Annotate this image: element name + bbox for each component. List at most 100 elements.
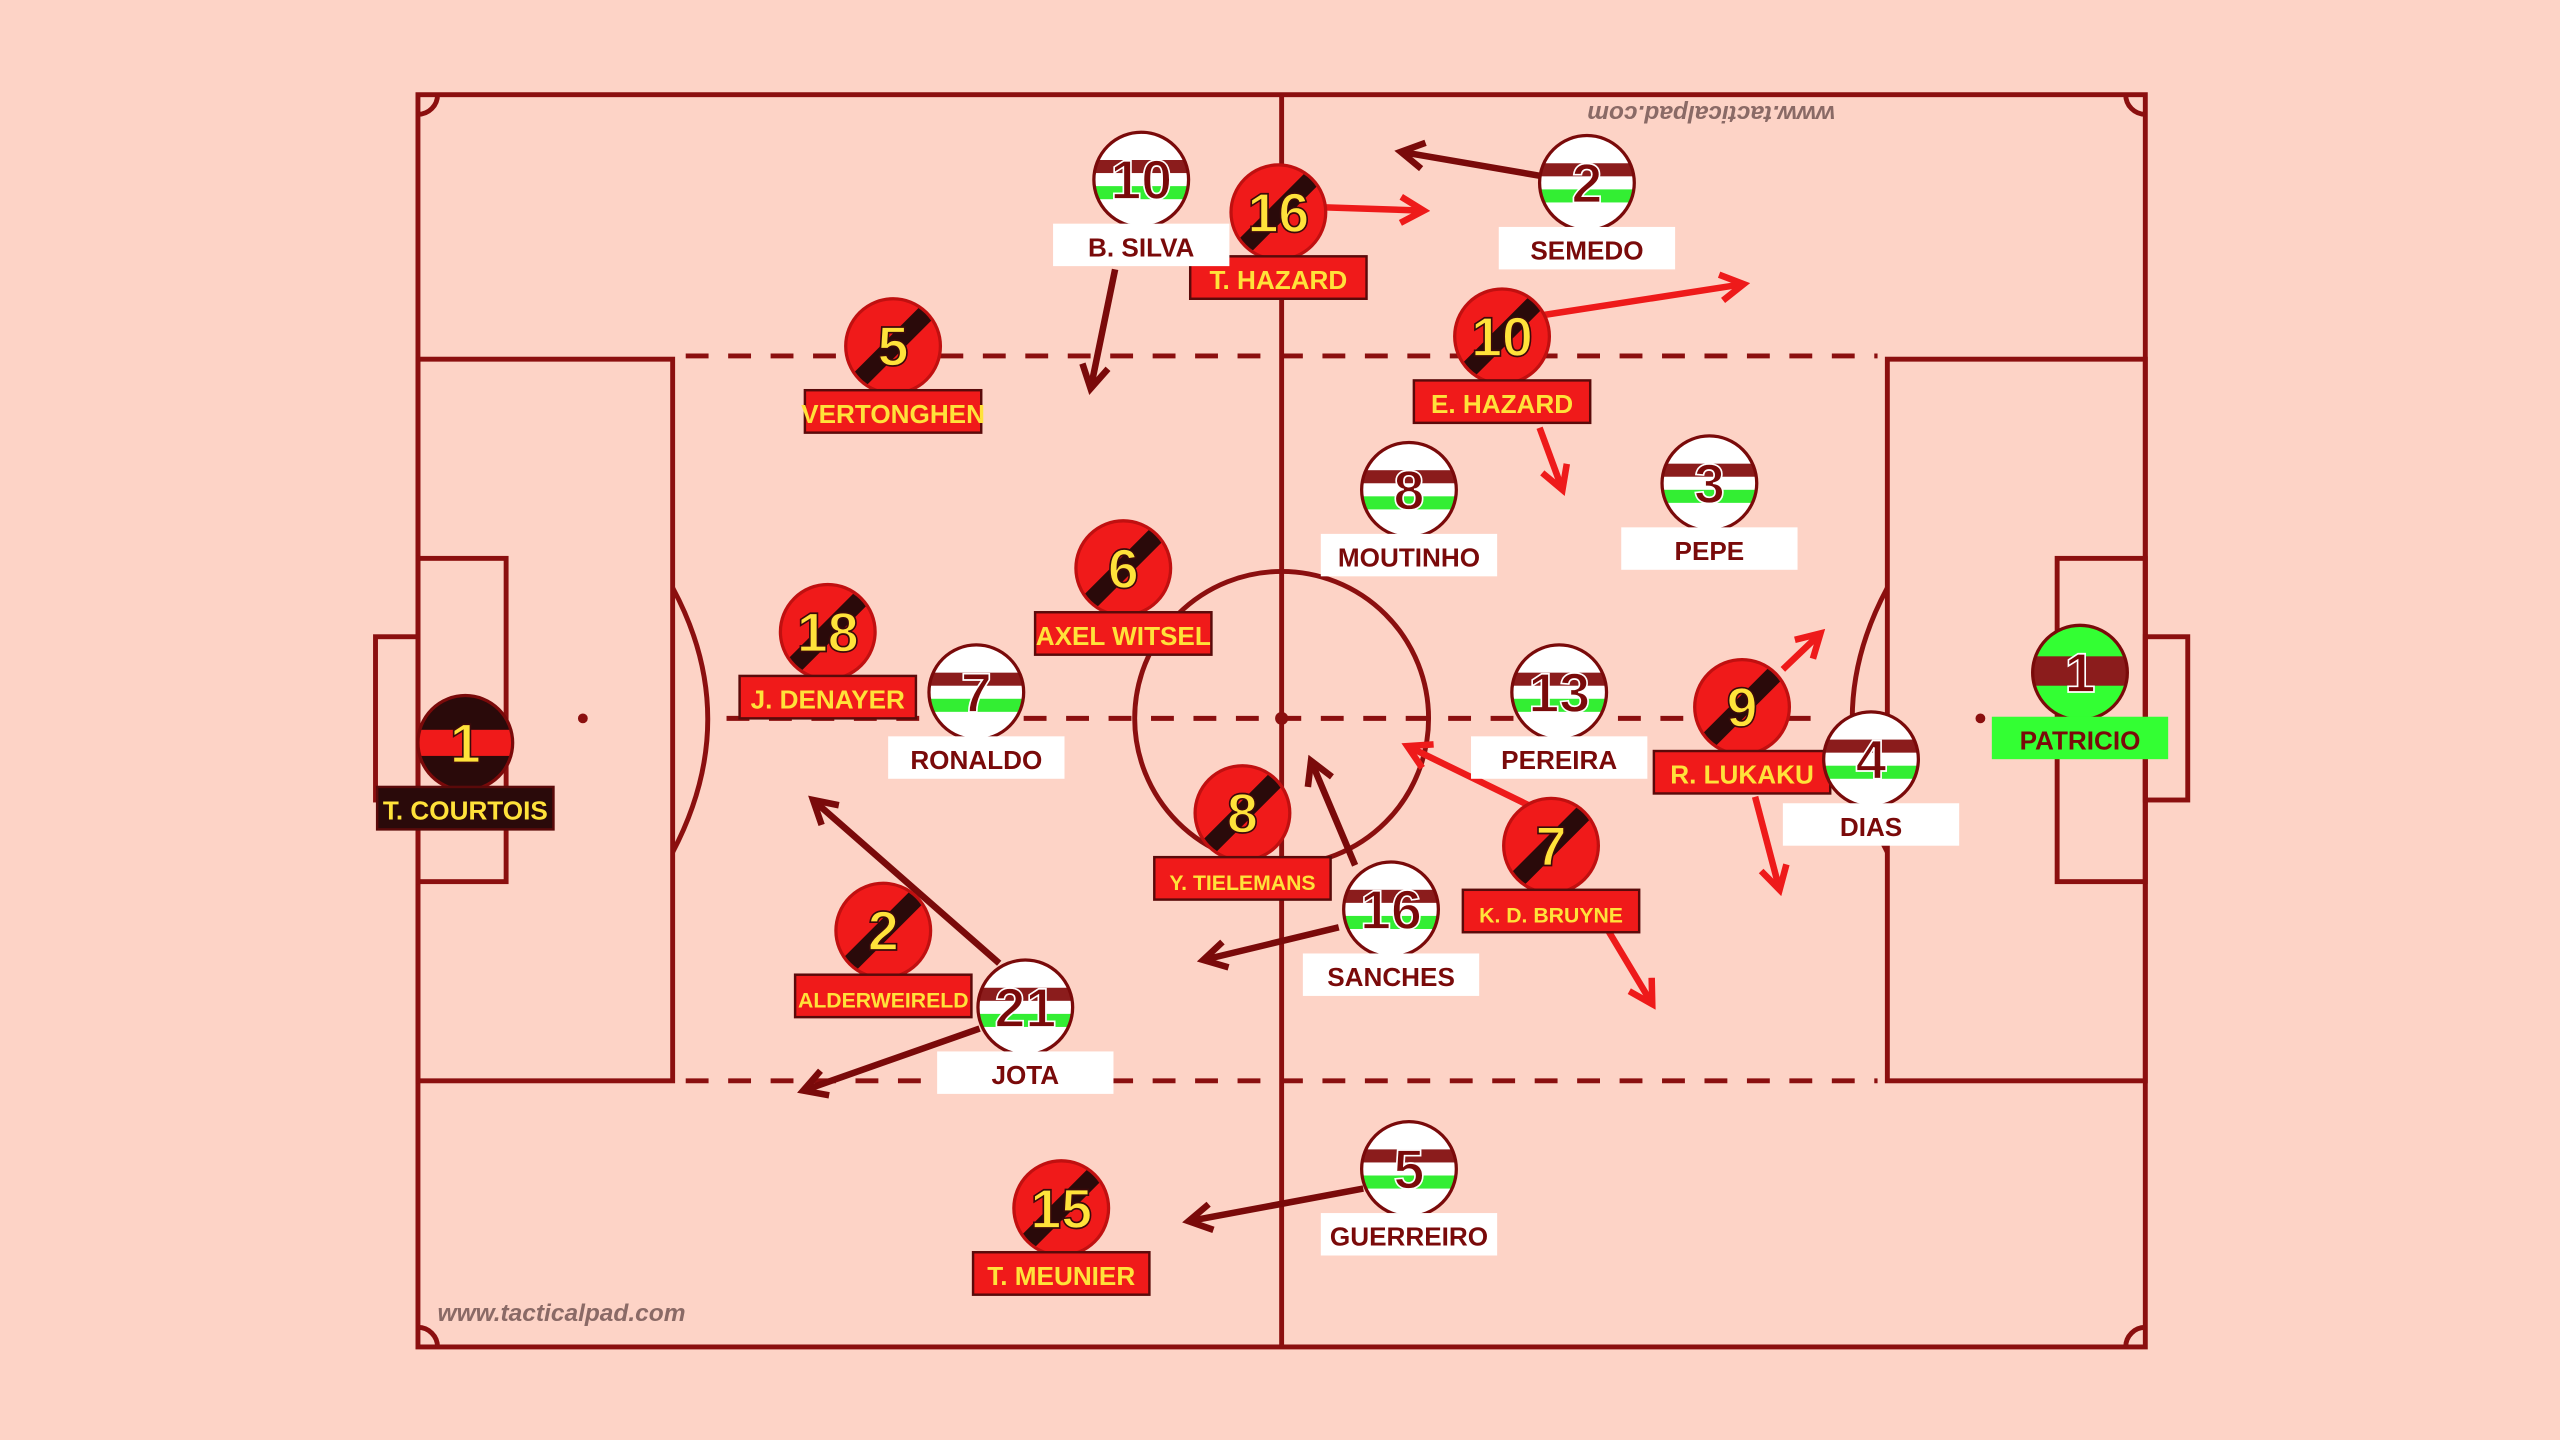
player-number: 7 bbox=[1536, 815, 1567, 877]
player-belgium-10[interactable]: 10 E. HAZARD bbox=[1412, 287, 1592, 425]
player-belgium-18[interactable]: 18 J. DENAYER bbox=[738, 582, 918, 720]
movement-arrows bbox=[797, 139, 1826, 1233]
movement-arrow[interactable] bbox=[797, 1025, 981, 1099]
player-belgium-9[interactable]: 9 R. LUKAKU bbox=[1652, 657, 1832, 795]
player-token bbox=[1343, 862, 1439, 957]
player-number: 13 bbox=[1528, 662, 1590, 724]
player-number: 4 bbox=[1856, 729, 1887, 791]
player-belgium-7[interactable]: 7K. D. BRUYNE bbox=[1461, 796, 1641, 934]
movement-arrow[interactable] bbox=[1536, 426, 1571, 496]
name-label bbox=[375, 785, 555, 831]
player-number: 1 bbox=[2065, 642, 2096, 704]
left-penalty-spot bbox=[577, 713, 588, 724]
movement-arrow[interactable] bbox=[1605, 928, 1656, 1010]
movement-arrow[interactable] bbox=[1079, 268, 1119, 396]
player-name: DIAS bbox=[1840, 812, 1902, 842]
player-number: 2 bbox=[868, 900, 899, 962]
name-label bbox=[793, 973, 973, 1019]
name-label bbox=[1153, 855, 1332, 901]
player-token bbox=[2032, 625, 2128, 720]
movement-arrow[interactable] bbox=[1394, 139, 1544, 180]
player-number: 6 bbox=[1108, 538, 1139, 600]
name-label bbox=[888, 736, 1065, 779]
player-belgium-15[interactable]: 15T. MEUNIER bbox=[971, 1159, 1151, 1296]
player-number: 10 bbox=[1471, 306, 1533, 368]
name-label bbox=[1991, 716, 2169, 760]
player-name: T. HAZARD bbox=[1209, 265, 1347, 295]
player-number: 8 bbox=[1227, 783, 1258, 845]
player-number: 2 bbox=[1572, 152, 1603, 214]
player-belgium-16[interactable]: 16 T. HAZARD bbox=[1188, 163, 1368, 300]
name-label bbox=[738, 674, 918, 720]
player-token bbox=[1662, 435, 1757, 531]
name-label bbox=[1782, 803, 1960, 846]
player-name: PEREIRA bbox=[1501, 745, 1617, 775]
watermark-top: www.tacticalpad.com bbox=[1587, 100, 1835, 127]
player-belgium-8[interactable]: 8Y. TIELEMANS bbox=[1153, 764, 1332, 901]
player-number: 5 bbox=[878, 316, 909, 378]
player-name: T. MEUNIER bbox=[987, 1261, 1135, 1291]
player-name: AXEL WITSEL bbox=[1036, 621, 1211, 651]
name-label bbox=[1320, 533, 1498, 577]
player-token bbox=[1539, 135, 1635, 231]
name-label bbox=[1412, 379, 1592, 425]
player-number: 21 bbox=[994, 977, 1056, 1039]
player-name: VERTONGHEN bbox=[801, 399, 985, 429]
movement-arrow[interactable] bbox=[1325, 194, 1431, 226]
player-name: R. LUKAKU bbox=[1670, 760, 1814, 790]
player-number: 16 bbox=[1360, 879, 1422, 941]
name-label bbox=[1652, 749, 1832, 795]
player-token bbox=[977, 960, 1073, 1055]
player-name: GUERREIRO bbox=[1330, 1222, 1488, 1252]
movement-arrow[interactable] bbox=[808, 795, 1002, 966]
player-number: 7 bbox=[961, 662, 992, 724]
player-name: MOUTINHO bbox=[1338, 543, 1480, 573]
movement-arrow[interactable] bbox=[1304, 754, 1359, 867]
player-token bbox=[1361, 1121, 1457, 1217]
player-number: 18 bbox=[797, 601, 859, 663]
player-belgium-1[interactable]: 1T. COURTOIS bbox=[375, 693, 555, 831]
name-label bbox=[803, 388, 983, 434]
player-name: SANCHES bbox=[1327, 962, 1455, 992]
player-name: J. DENAYER bbox=[751, 685, 905, 715]
player-token bbox=[928, 644, 1024, 740]
player-number: 1 bbox=[450, 712, 481, 774]
movement-arrow[interactable] bbox=[1196, 924, 1340, 971]
player-number: 3 bbox=[1694, 453, 1725, 515]
name-label bbox=[1461, 888, 1641, 934]
movement-arrow[interactable] bbox=[1542, 271, 1751, 319]
name-label bbox=[1471, 736, 1648, 779]
movement-arrow[interactable] bbox=[1182, 1185, 1364, 1233]
right-penalty-spot bbox=[1975, 713, 1986, 724]
movement-arrow[interactable] bbox=[1780, 628, 1826, 672]
movement-arrow[interactable] bbox=[1751, 795, 1790, 897]
player-number: 16 bbox=[1248, 182, 1310, 244]
player-token bbox=[1823, 711, 1919, 807]
player-number: 9 bbox=[1727, 677, 1758, 739]
player-name: E. HAZARD bbox=[1431, 389, 1573, 419]
name-label bbox=[937, 1051, 1114, 1094]
player-number: 10 bbox=[1110, 149, 1172, 211]
player-name: JOTA bbox=[991, 1060, 1059, 1090]
player-portugal-10[interactable]: 10B. SILVA bbox=[1053, 130, 1230, 267]
name-label bbox=[1320, 1213, 1498, 1256]
player-token bbox=[1511, 644, 1607, 740]
name-label bbox=[1498, 226, 1676, 270]
name-label bbox=[1033, 611, 1213, 656]
player-number: 8 bbox=[1394, 459, 1425, 521]
name-label bbox=[1302, 953, 1480, 996]
